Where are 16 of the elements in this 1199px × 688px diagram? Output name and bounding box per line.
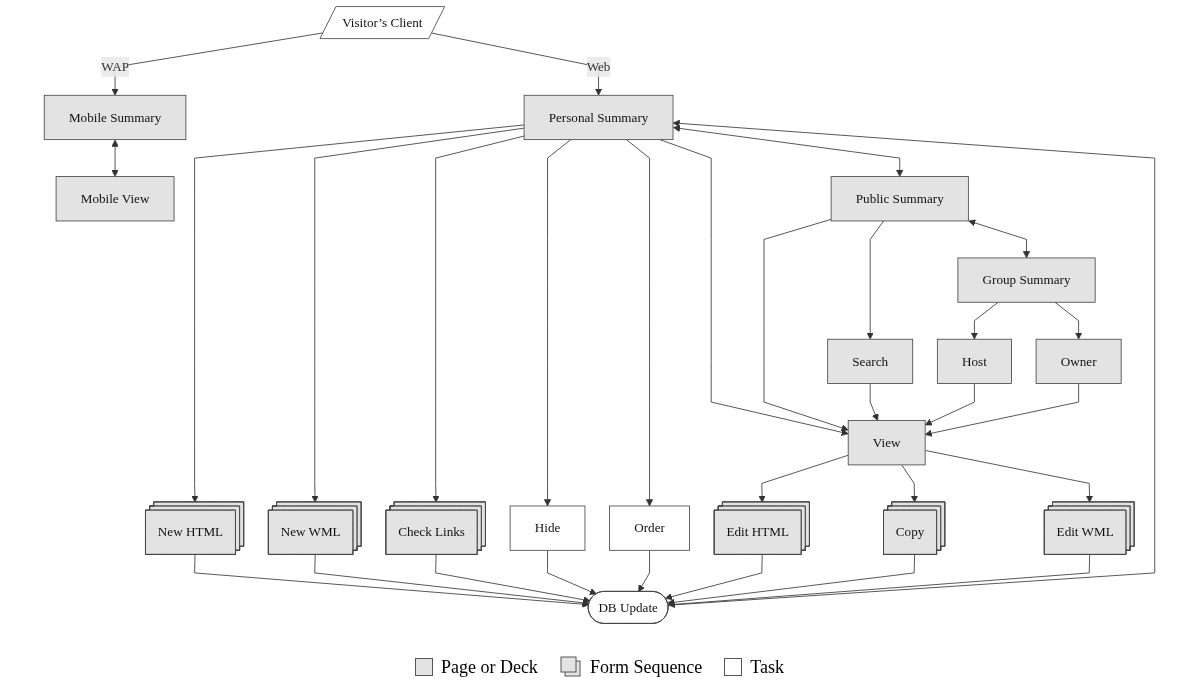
edge-label: WAP: [101, 59, 129, 74]
node-box: Group Summary: [957, 257, 1096, 303]
node-box: Personal Summary: [523, 94, 674, 141]
node-box: Mobile Summary: [43, 94, 187, 141]
legend-label: Page or Deck: [440, 656, 538, 678]
node-box: Hide: [509, 505, 586, 551]
node-box: View: [847, 420, 926, 466]
node-box: Mobile View: [55, 176, 175, 222]
legend-label: Task: [750, 656, 785, 678]
node-box: Public Summary: [830, 176, 969, 222]
edge-label: Web: [586, 59, 611, 74]
node-box: Host: [936, 338, 1012, 384]
legend-label: Form Sequence: [589, 656, 703, 678]
node-box: Order: [609, 505, 690, 551]
node-box: Search: [827, 338, 914, 384]
node-box: Owner: [1035, 338, 1122, 384]
